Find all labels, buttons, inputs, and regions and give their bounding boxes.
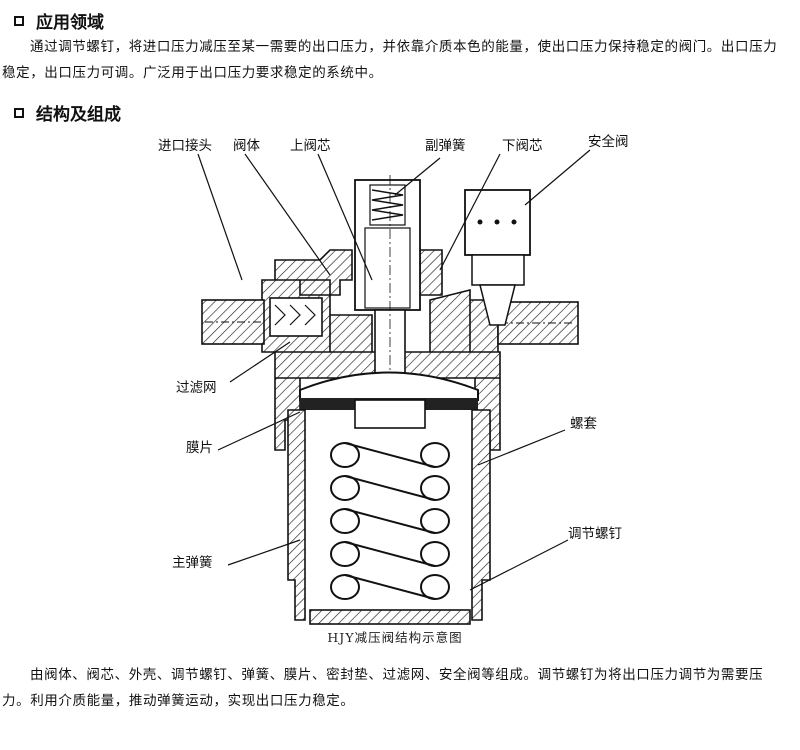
application-heading-text: 应用领域 <box>36 13 104 33</box>
checkbox-icon <box>14 107 24 118</box>
label-lower-valve-core: 下阀芯 <box>502 138 543 154</box>
diagram-caption: HJY减压阀结构示意图 <box>327 630 462 645</box>
label-safety-valve: 安全阀 <box>588 133 629 150</box>
main-spring-shape <box>330 442 450 600</box>
label-diaphragm: 膜片 <box>186 440 213 456</box>
structure-heading-text: 结构及组成 <box>36 105 121 125</box>
valve-structure-diagram: 进口接头 阀体 上阀芯 副弹簧 下阀芯 安全阀 过滤网 膜片 螺套 调节螺钉 主… <box>158 133 629 645</box>
label-adjusting-screw: 调节螺钉 <box>568 526 622 542</box>
application-heading: 应用领域 <box>14 8 104 33</box>
label-inlet-fitting: 进口接头 <box>158 137 212 154</box>
application-paragraph: 通过调节螺钉，将进口压力减压至某一需要的出口压力，并依靠介质本色的能量，使出口压… <box>2 39 778 81</box>
label-auxiliary-spring: 副弹簧 <box>425 138 466 154</box>
auxiliary-spring-shape <box>371 189 404 221</box>
label-main-spring: 主弹簧 <box>172 555 213 571</box>
adjusting-screw-shape <box>309 609 471 625</box>
label-filter-screen: 过滤网 <box>176 380 217 396</box>
label-upper-valve-core: 上阀芯 <box>290 138 331 154</box>
housing-shape <box>287 409 491 621</box>
structure-paragraph: 由阀体、阀芯、外壳、调节螺钉、弹簧、膜片、密封垫、过滤网、安全阀等组成。调节螺钉… <box>2 667 764 709</box>
checkbox-icon <box>14 15 24 26</box>
structure-heading: 结构及组成 <box>14 100 121 125</box>
label-valve-body: 阀体 <box>233 138 260 154</box>
filter-screen-shape <box>269 297 323 337</box>
label-threaded-sleeve: 螺套 <box>570 416 598 432</box>
diaphragm-shape <box>299 371 479 401</box>
